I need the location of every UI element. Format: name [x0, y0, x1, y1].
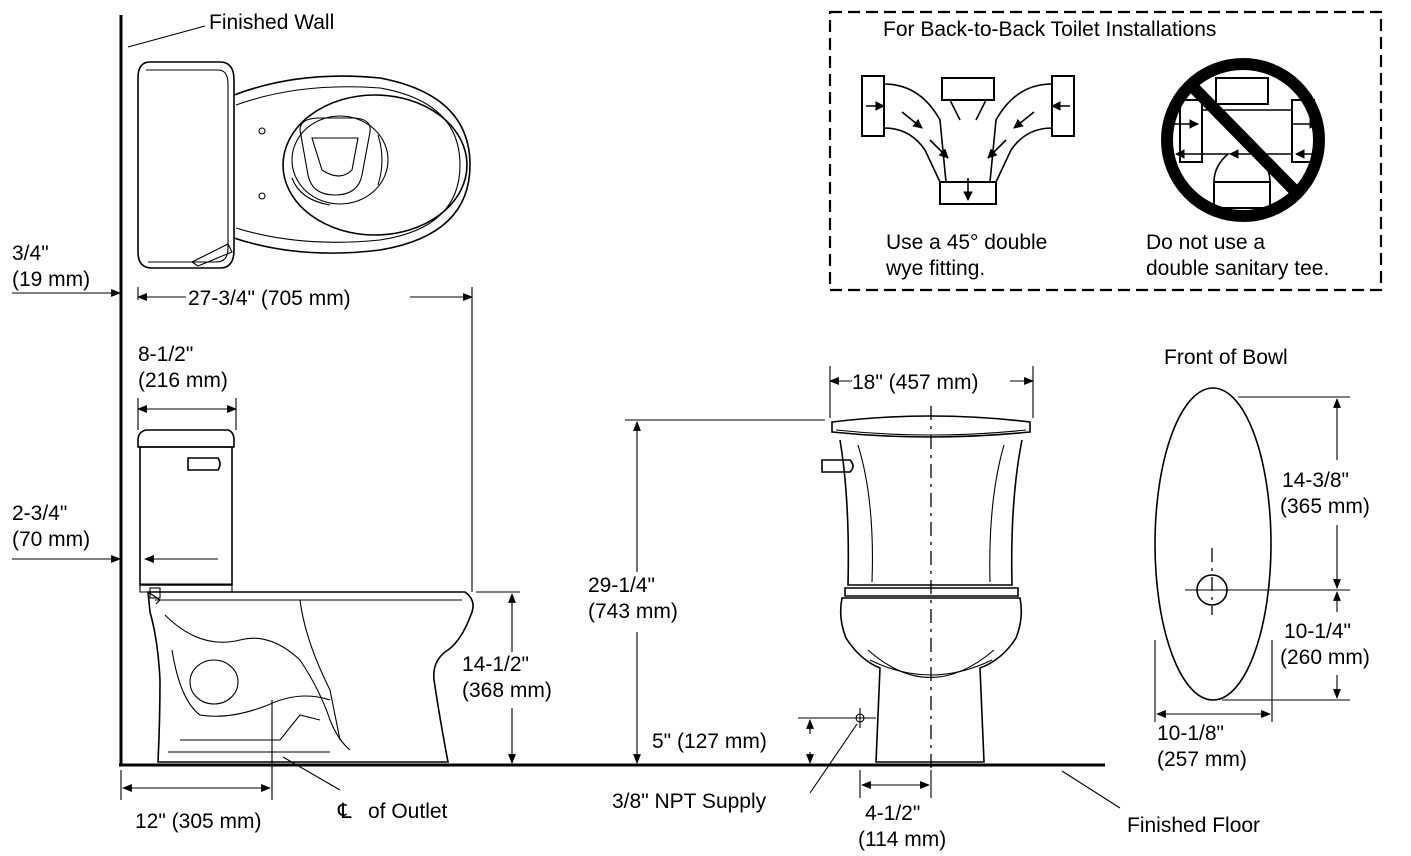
finished-floor-leader [1061, 770, 1121, 809]
toilet-top-view [137, 61, 471, 269]
dim-12: 12" (305 mm) [135, 810, 262, 833]
dim-14-1-2-mm: (368 mm) [462, 679, 552, 702]
back-to-back-box [828, 10, 1383, 292]
front-of-bowl-label: Front of Bowl [1164, 346, 1288, 369]
dimension-lines [12, 287, 1350, 800]
toilet-front-view [821, 406, 1031, 770]
dim-2-3-4-in: 2-3/4" [12, 502, 67, 525]
tee-caption-line1: Do not use a [1146, 231, 1265, 254]
dim-8-1-2-mm: (216 mm) [138, 369, 228, 392]
dim-27-3-4: 27-3/4" (705 mm) [188, 287, 351, 310]
front-of-bowl-view [1154, 387, 1272, 701]
dim-4-1-2-in: 4-1/2" [865, 802, 920, 825]
dim-5: 5" (127 mm) [652, 730, 767, 753]
finished-wall-leader [127, 25, 206, 48]
dim-18: 18" (457 mm) [852, 371, 979, 394]
finished-floor-label: Finished Floor [1127, 814, 1260, 837]
dim-10-1-8-in: 10-1/8" [1157, 722, 1224, 745]
finished-wall-label: Finished Wall [209, 11, 334, 34]
dim-29-1-4-in: 29-1/4" [588, 574, 655, 597]
dim-10-1-8-mm: (257 mm) [1157, 748, 1247, 771]
double-wye-fitting-icon [861, 75, 1075, 205]
dim-29-1-4-mm: (743 mm) [588, 600, 678, 623]
dim-2-3-4-mm: (70 mm) [12, 528, 90, 551]
dim-3-4-mm: (19 mm) [12, 268, 90, 291]
outlet-centerline-symbol: ℄ [337, 800, 352, 823]
sanitary-tee-prohibited-icon [1161, 58, 1325, 222]
dim-10-1-4-mm: (260 mm) [1280, 646, 1370, 669]
dim-10-1-4-in: 10-1/4" [1284, 620, 1351, 643]
toilet-side-view [137, 429, 474, 763]
dim-3-4-in: 3/4" [12, 242, 49, 265]
outlet-label: of Outlet [368, 800, 448, 823]
dim-14-3-8-mm: (365 mm) [1280, 495, 1370, 518]
wye-caption-line2: wye fitting. [885, 257, 985, 280]
dim-14-1-2-in: 14-1/2" [462, 653, 529, 676]
dim-8-1-2-in: 8-1/2" [138, 343, 193, 366]
dim-14-3-8-in: 14-3/8" [1282, 469, 1349, 492]
dim-4-1-2-mm: (114 mm) [858, 828, 946, 851]
wye-caption-line1: Use a 45° double [886, 231, 1047, 254]
back-to-back-title: For Back-to-Back Toilet Installations [883, 18, 1216, 41]
npt-supply-label: 3/8" NPT Supply [612, 790, 767, 813]
tee-caption-line2: double sanitary tee. [1146, 257, 1329, 280]
